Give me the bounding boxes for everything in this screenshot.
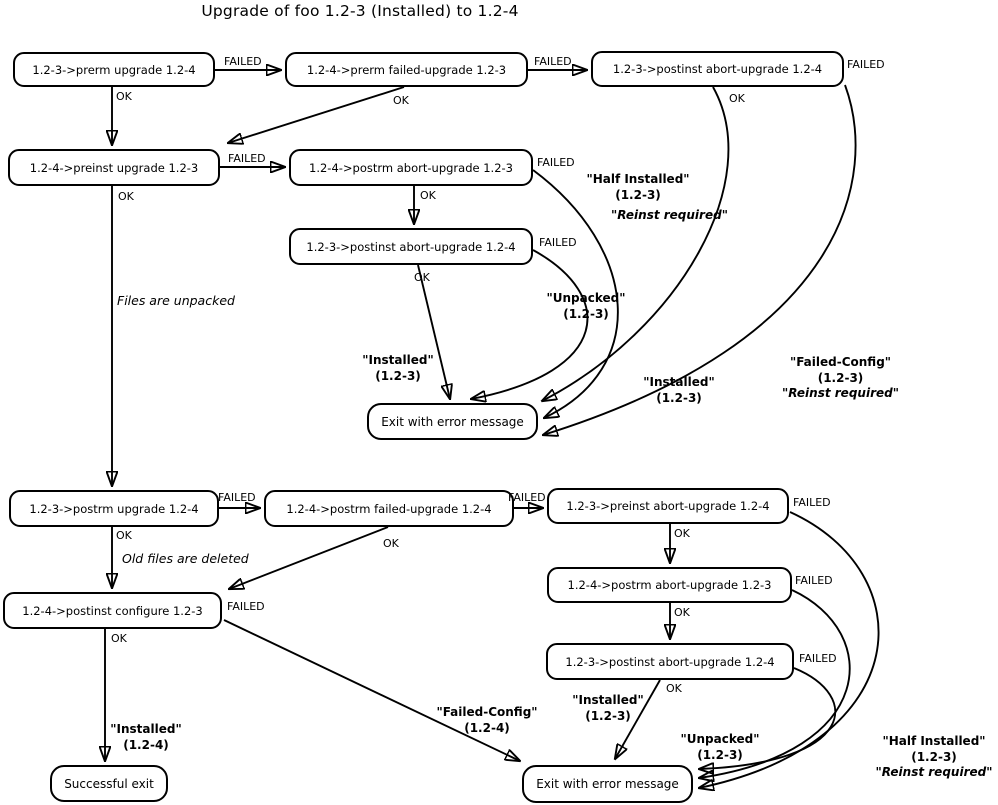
edge-label-ok: OK — [666, 682, 682, 695]
state-installed-bottom-right: "Installed" (1.2-3) — [558, 693, 658, 724]
edge-label-ok: OK — [118, 190, 134, 203]
edge-postrm-abort-mid-failed — [532, 169, 619, 418]
edge-label-failed: FAILED — [218, 491, 256, 504]
edge-label-ok: OK — [116, 529, 132, 542]
state-line: (1.2-3) — [911, 749, 957, 764]
edge-prerm-failed-upgrade-ok — [228, 86, 405, 143]
state-line: "Unpacked" — [680, 732, 760, 746]
state-failed-config-bottom: "Failed-Config" (1.2-4) — [412, 705, 562, 736]
node-prerm-upgrade: 1.2-3->prerm upgrade 1.2-4 — [13, 52, 215, 87]
node-postinst-abort-mid: 1.2-3->postinst abort-upgrade 1.2-4 — [289, 228, 533, 265]
state-line: "Reinst required" — [875, 765, 993, 779]
node-exit-error-bottom: Exit with error message — [522, 765, 693, 803]
state-line: (1.2-3) — [656, 390, 702, 405]
edge-label-ok: OK — [383, 537, 399, 550]
edge-label-failed: FAILED — [228, 152, 266, 165]
state-line: "Failed-Config" — [789, 355, 892, 369]
state-line: "Installed" — [643, 375, 715, 389]
node-prerm-failed-upgrade: 1.2-4->prerm failed-upgrade 1.2-3 — [285, 52, 528, 87]
state-half-installed-mid: "Half Installed" (1.2-3) — [563, 172, 713, 203]
edge-label-ok: OK — [420, 189, 436, 202]
state-line: "Installed" — [110, 722, 182, 736]
edge-label-ok: OK — [674, 527, 690, 540]
state-installed-mid-right: "Installed" (1.2-3) — [629, 375, 729, 406]
edge-postrm-failed-upgrade-ok — [229, 526, 389, 589]
state-line: (1.2-3) — [697, 747, 743, 762]
edge-label-ok: OK — [414, 271, 430, 284]
edge-label-ok: OK — [111, 632, 127, 645]
state-failed-config-mid: "Failed-Config" (1.2-3) "Reinst required… — [758, 355, 923, 402]
state-line: "Reinst required" — [782, 386, 899, 400]
state-half-installed-bottom: "Half Installed" (1.2-3) "Reinst require… — [848, 734, 998, 781]
edge-postinst-configure-failed — [223, 619, 520, 761]
state-installed-bottom-left: "Installed" (1.2-4) — [96, 722, 196, 753]
edge-label-failed: FAILED — [227, 600, 265, 613]
state-line: (1.2-3) — [817, 370, 864, 385]
state-line: (1.2-3) — [615, 187, 661, 202]
edge-postinst-abort-bottom-failed — [699, 667, 837, 769]
node-preinst-upgrade: 1.2-4->preinst upgrade 1.2-3 — [8, 149, 220, 186]
edge-label-failed: FAILED — [224, 55, 262, 68]
edge-label-failed: FAILED — [799, 652, 837, 665]
state-line: "Installed" — [362, 353, 434, 367]
node-successful-exit: Successful exit — [50, 765, 168, 802]
node-postinst-abort-bottom: 1.2-3->postinst abort-upgrade 1.2-4 — [546, 643, 794, 680]
edge-label-ok: OK — [393, 94, 409, 107]
state-half-installed-mid-reinst: "Reinst required" — [611, 208, 728, 222]
edge-label-failed: FAILED — [795, 574, 833, 587]
edge-label-ok: OK — [116, 90, 132, 103]
state-unpacked-mid: "Unpacked" (1.2-3) — [536, 291, 636, 322]
node-postinst-abort-top: 1.2-3->postinst abort-upgrade 1.2-4 — [591, 51, 844, 87]
node-postinst-configure: 1.2-4->postinst configure 1.2-3 — [3, 592, 222, 629]
edge-label-failed: FAILED — [534, 55, 572, 68]
state-line: (1.2-4) — [123, 737, 169, 752]
state-line: "Failed-Config" — [436, 705, 538, 719]
state-line: "Half Installed" — [882, 734, 986, 748]
state-line: "Unpacked" — [546, 291, 626, 305]
node-postrm-failed-upgrade: 1.2-4->postrm failed-upgrade 1.2-4 — [264, 490, 514, 527]
edge-postinst-abort-top-failed — [543, 84, 857, 435]
diagram-title: Upgrade of foo 1.2-3 (Installed) to 1.2-… — [201, 2, 519, 20]
node-postrm-abort-mid: 1.2-4->postrm abort-upgrade 1.2-3 — [289, 149, 533, 186]
node-exit-error-mid: Exit with error message — [367, 403, 538, 440]
node-postrm-upgrade: 1.2-3->postrm upgrade 1.2-4 — [9, 490, 219, 527]
state-line: (1.2-3) — [375, 368, 421, 383]
state-unpacked-bottom: "Unpacked" (1.2-3) — [670, 732, 770, 763]
state-line: (1.2-3) — [563, 306, 609, 321]
edge-label-ok: OK — [729, 92, 745, 105]
state-line: "Half Installed" — [586, 172, 690, 186]
edge-preinst-abort-failed — [699, 511, 880, 788]
state-line: (1.2-4) — [464, 720, 510, 735]
state-line: (1.2-3) — [585, 708, 631, 723]
state-line: "Installed" — [572, 693, 644, 707]
node-postrm-abort-bottom: 1.2-4->postrm abort-upgrade 1.2-3 — [547, 567, 792, 603]
edge-label-failed: FAILED — [847, 58, 885, 71]
edge-postinst-abort-top-ok — [542, 86, 730, 401]
node-preinst-abort: 1.2-3->preinst abort-upgrade 1.2-4 — [547, 488, 789, 524]
edge-postinst-abort-mid-failed — [471, 249, 589, 399]
edge-postinst-abort-bottom-ok — [615, 679, 661, 759]
edge-label-failed: FAILED — [508, 491, 546, 504]
note-files-unpacked: Files are unpacked — [117, 293, 235, 308]
edge-label-failed: FAILED — [793, 496, 831, 509]
note-old-files-deleted: Old files are deleted — [122, 551, 249, 566]
edge-label-failed: FAILED — [539, 236, 577, 249]
edge-label-failed: FAILED — [537, 156, 575, 169]
edge-label-ok: OK — [674, 606, 690, 619]
edge-postinst-abort-mid-ok — [417, 264, 450, 399]
state-installed-mid-left: "Installed" (1.2-3) — [348, 353, 448, 384]
